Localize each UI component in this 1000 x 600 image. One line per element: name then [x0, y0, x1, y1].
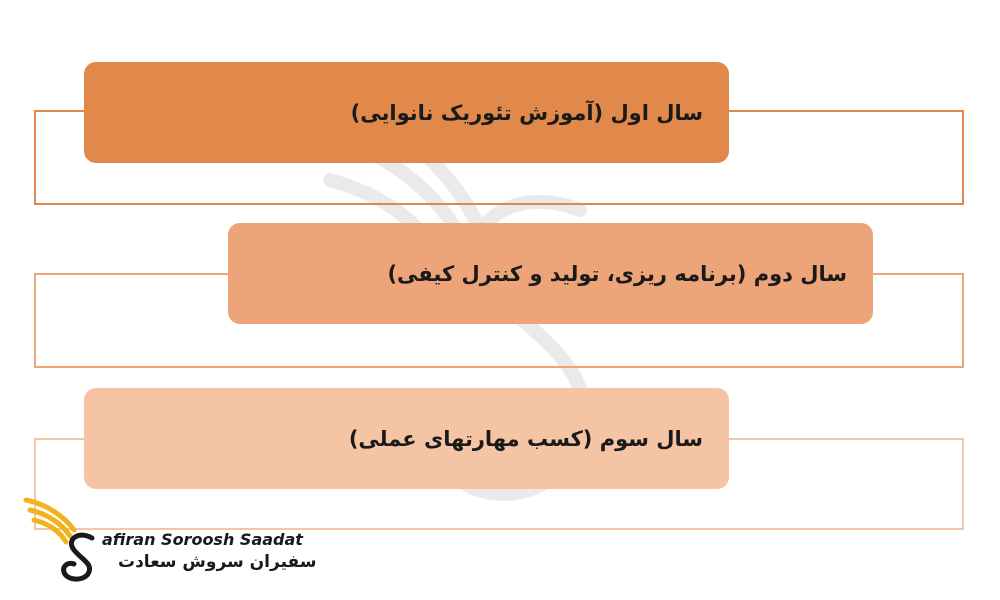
row-1-label: سال اول (آموزش تئوریک نانوایی) — [350, 100, 703, 125]
row-1-box: سال اول (آموزش تئوریک نانوایی) — [84, 62, 729, 163]
row-3-label: سال سوم (کسب مهارتهای عملی) — [348, 426, 703, 451]
row-2-label: سال دوم (برنامه ریزی، تولید و کنترل کیفی… — [387, 261, 847, 286]
row-3-box: سال سوم (کسب مهارتهای عملی) — [84, 388, 729, 489]
brand-name-fa: سفیران سروش سعادت — [118, 552, 317, 572]
brand-logo: afiran Soroosh Saadat سفیران سروش سعادت — [22, 494, 316, 584]
winged-s-logo-icon — [23, 497, 95, 582]
brand-name-en: afiran Soroosh Saadat — [102, 530, 303, 549]
row-2-box: سال دوم (برنامه ریزی، تولید و کنترل کیفی… — [228, 223, 873, 324]
